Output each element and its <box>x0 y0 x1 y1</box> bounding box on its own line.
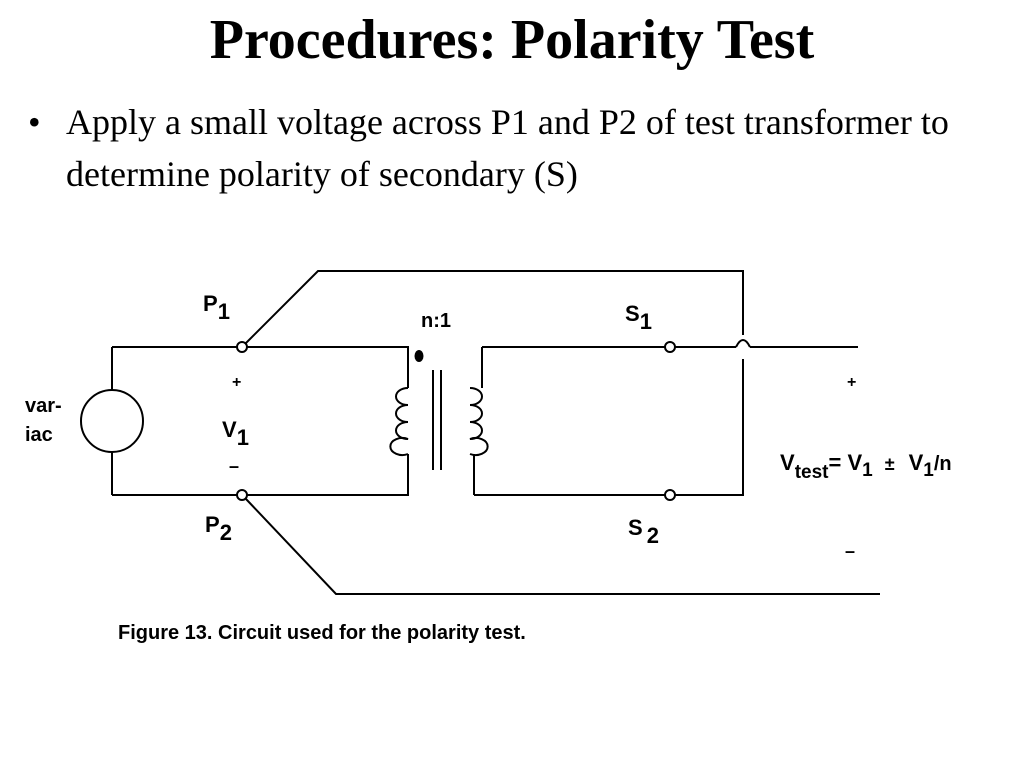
label-p1: P1 <box>203 291 230 324</box>
figure-caption: Figure 13. Circuit used for the polarity… <box>118 622 526 644</box>
terminal-p1 <box>236 341 248 353</box>
label-p2: P2 <box>205 512 232 545</box>
plus-primary: + <box>232 374 241 391</box>
source-label-line2: iac <box>25 424 53 446</box>
bullet-mark: • <box>28 102 41 142</box>
turns-ratio-label: n:1 <box>421 310 451 332</box>
terminal-s1 <box>664 341 676 353</box>
terminals <box>236 341 676 501</box>
terminal-s2 <box>664 489 676 501</box>
ac-source-symbol <box>80 389 144 453</box>
bullet-item: • Apply a small voltage across P1 and P2… <box>28 96 1008 200</box>
source-label-line1: var- <box>25 395 62 417</box>
minus-output: – <box>845 541 855 561</box>
circuit-wires <box>111 270 880 595</box>
terminal-p2 <box>236 489 248 501</box>
vtest-equation: Vtest= V1±V1/n <box>780 450 952 483</box>
plus-output: + <box>847 374 856 391</box>
polarity-dot <box>414 350 424 362</box>
transformer-symbol <box>389 350 489 470</box>
label-s1: S1 <box>625 301 652 334</box>
slide-title: Procedures: Polarity Test <box>209 9 815 71</box>
minus-primary: – <box>229 456 239 476</box>
bullet-text: Apply a small voltage across P1 and P2 o… <box>66 102 949 194</box>
label-v1: V1 <box>222 417 249 450</box>
